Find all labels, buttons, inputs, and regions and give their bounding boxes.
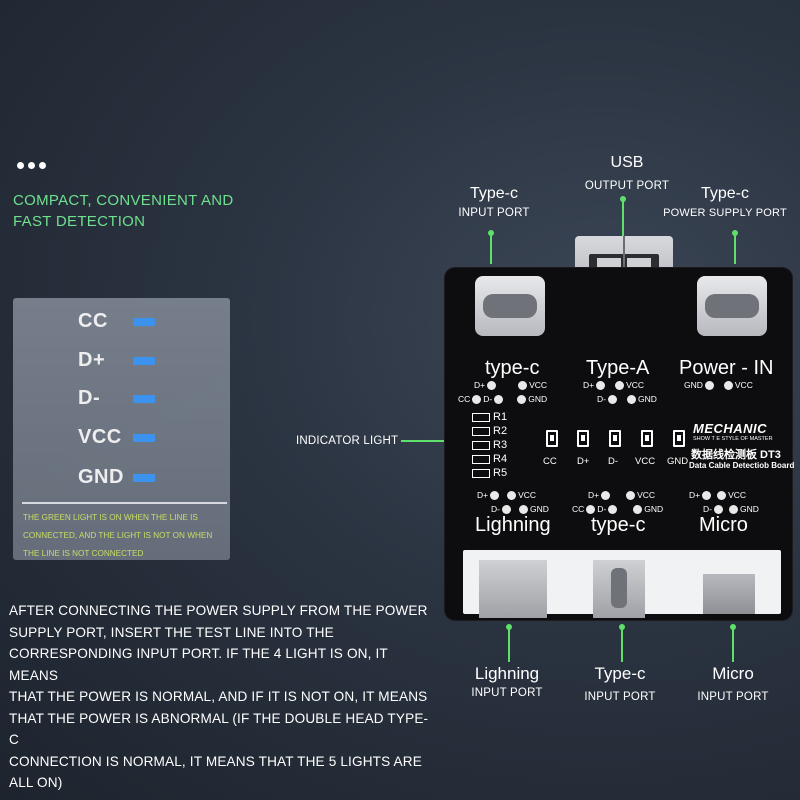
callout-dot (730, 624, 736, 630)
typec-input-port (475, 276, 545, 336)
typec-bottom-port (593, 560, 645, 618)
led-dminus-icon (609, 430, 621, 447)
headline-line-1: COMPACT, CONVENIENT AND (13, 192, 234, 209)
callout-line (732, 628, 734, 662)
led-indicator-icon (133, 394, 155, 403)
callout-line (734, 232, 736, 264)
led-cc-icon (546, 430, 558, 447)
legend-item-dminus: D- (78, 387, 155, 410)
legend-item-dplus: D+ (78, 349, 155, 372)
callout-indicator-light: INDICATOR LIGHT (296, 435, 399, 447)
led-indicator-icon (133, 317, 155, 326)
led-indicator-icon (133, 473, 155, 482)
callout-usb-output: USB OUTPUT PORT (584, 154, 670, 192)
callout-typec-input-bottom: Type-c INPUT PORT (584, 664, 656, 703)
callout-lightning-input: Lighning INPUT PORT (471, 664, 543, 699)
micro-port (703, 574, 755, 614)
legend-item-cc: CC (78, 310, 155, 333)
legend-note: THE GREEN LIGHT IS ON WHEN THE LINE IS C… (23, 513, 213, 558)
callout-dot (488, 230, 494, 236)
callout-typec-input: Type-c INPUT PORT (458, 185, 530, 219)
legend-item-vcc: VCC (78, 426, 155, 449)
led-indicator-icon (133, 433, 155, 442)
led-vcc-icon (641, 430, 653, 447)
ellipsis-dots-icon (17, 162, 46, 169)
callout-line (622, 198, 624, 238)
callout-line (490, 232, 492, 264)
callout-dot (619, 624, 625, 630)
headline: COMPACT, CONVENIENT AND FAST DETECTION (13, 190, 253, 232)
lightning-port (479, 560, 547, 618)
headline-line-2: FAST DETECTION (13, 213, 146, 230)
brand-logo: MECHANIC (693, 421, 768, 436)
callout-line (621, 628, 623, 662)
callout-typec-power: Type-c POWER SUPPLY PORT (663, 185, 787, 219)
legend-panel: CC D+ D- VCC GND THE GREEN LIGHT IS ON W… (13, 298, 230, 560)
callout-micro-input: Micro INPUT PORT (697, 664, 769, 703)
led-gnd-icon (673, 430, 685, 447)
led-dplus-icon (577, 430, 589, 447)
legend-item-gnd: GND (78, 466, 155, 489)
callout-dot (732, 230, 738, 236)
divider (22, 502, 227, 504)
callout-dot (506, 624, 512, 630)
typec-power-port (697, 276, 767, 336)
led-indicator-icon (133, 356, 155, 365)
callout-line (508, 628, 510, 662)
instructions-text: AFTER CONNECTING THE POWER SUPPLY FROM T… (9, 603, 429, 790)
callout-dot (620, 196, 626, 202)
